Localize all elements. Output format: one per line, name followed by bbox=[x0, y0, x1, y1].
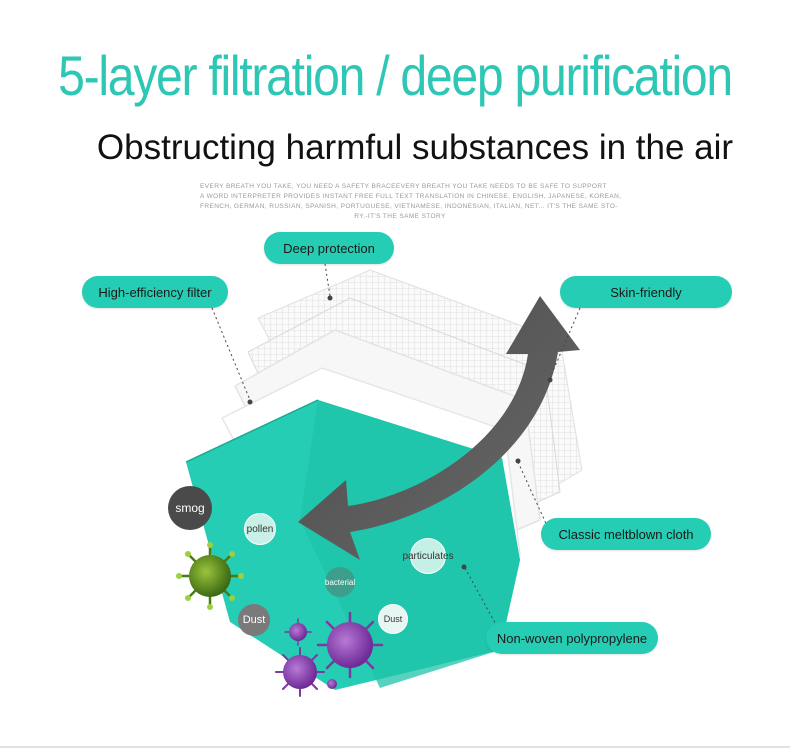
small-caption-line: EVERY BREATH YOU TAKE, YOU NEED A SAFETY… bbox=[200, 183, 607, 190]
bottom-divider bbox=[0, 746, 790, 748]
page-subtitle: Obstructing harmful substances in the ai… bbox=[96, 128, 734, 167]
label-high-efficiency-filter: High-efficiency filter bbox=[82, 276, 228, 308]
label-non-woven-polypropylene: Non-woven polypropylene bbox=[486, 622, 658, 654]
particle-dust-light: Dust bbox=[378, 604, 408, 634]
curved-arrow-icon bbox=[298, 296, 580, 560]
leader-lines bbox=[211, 263, 581, 633]
label-deep-protection: Deep protection bbox=[264, 232, 394, 264]
virus-icon bbox=[284, 618, 312, 646]
small-caption-line: A WORD INTERPRETER PROVIDES INSTANT FREE… bbox=[200, 193, 622, 200]
leader-dots bbox=[247, 295, 553, 570]
particle-smog: smog bbox=[168, 486, 212, 530]
virus-icon bbox=[176, 542, 244, 610]
small-caption-line: FRENCH, GERMAN, RUSSIAN, SPANISH, PORTUG… bbox=[200, 203, 618, 210]
virus-icon bbox=[316, 611, 384, 679]
particle-pollen: pollen bbox=[244, 513, 276, 545]
label-skin-friendly: Skin-friendly bbox=[560, 276, 732, 308]
small-caption-line: RY.-IT'S THE SAME STORY bbox=[354, 213, 446, 220]
particle-dust-dark: Dust bbox=[238, 604, 270, 636]
page-title: 5-layer filtration / deep purification bbox=[58, 44, 733, 107]
virus-icon bbox=[275, 647, 325, 697]
virus-icon bbox=[327, 679, 337, 689]
label-meltblown-cloth: Classic meltblown cloth bbox=[541, 518, 711, 550]
small-caption: EVERY BREATH YOU TAKE, YOU NEED A SAFETY… bbox=[200, 182, 622, 222]
particle-particulates: particulates bbox=[402, 538, 454, 574]
particle-bacterial: bacterial bbox=[325, 567, 355, 597]
